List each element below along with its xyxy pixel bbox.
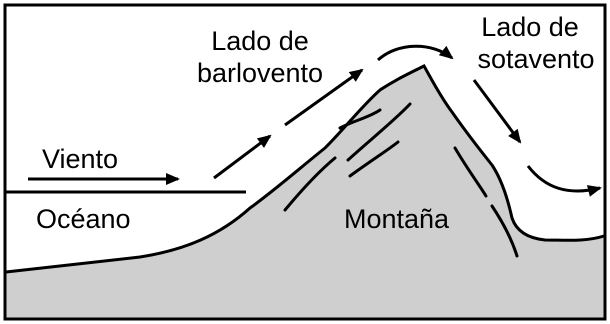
arrow-icon [284,68,364,127]
mountain-outline [5,64,605,274]
arrow-icon [376,44,454,62]
leeward-label-line2: sotavento [477,44,594,74]
wind-label: Viento [42,144,118,174]
diagram-frame [3,3,607,321]
arrow-icon [213,134,272,180]
windward-label-line1: Lado de [211,26,309,56]
wind-arrows [28,44,602,197]
mountain-ridges [283,102,519,258]
mountain-label: Montaña [344,204,450,234]
leeward-label-line1: Lado de [481,12,579,42]
arrow-icon [472,79,522,144]
windward-label-line2: barlovento [197,58,323,88]
ocean-label: Océano [36,204,131,234]
arrow-icon [526,165,602,197]
